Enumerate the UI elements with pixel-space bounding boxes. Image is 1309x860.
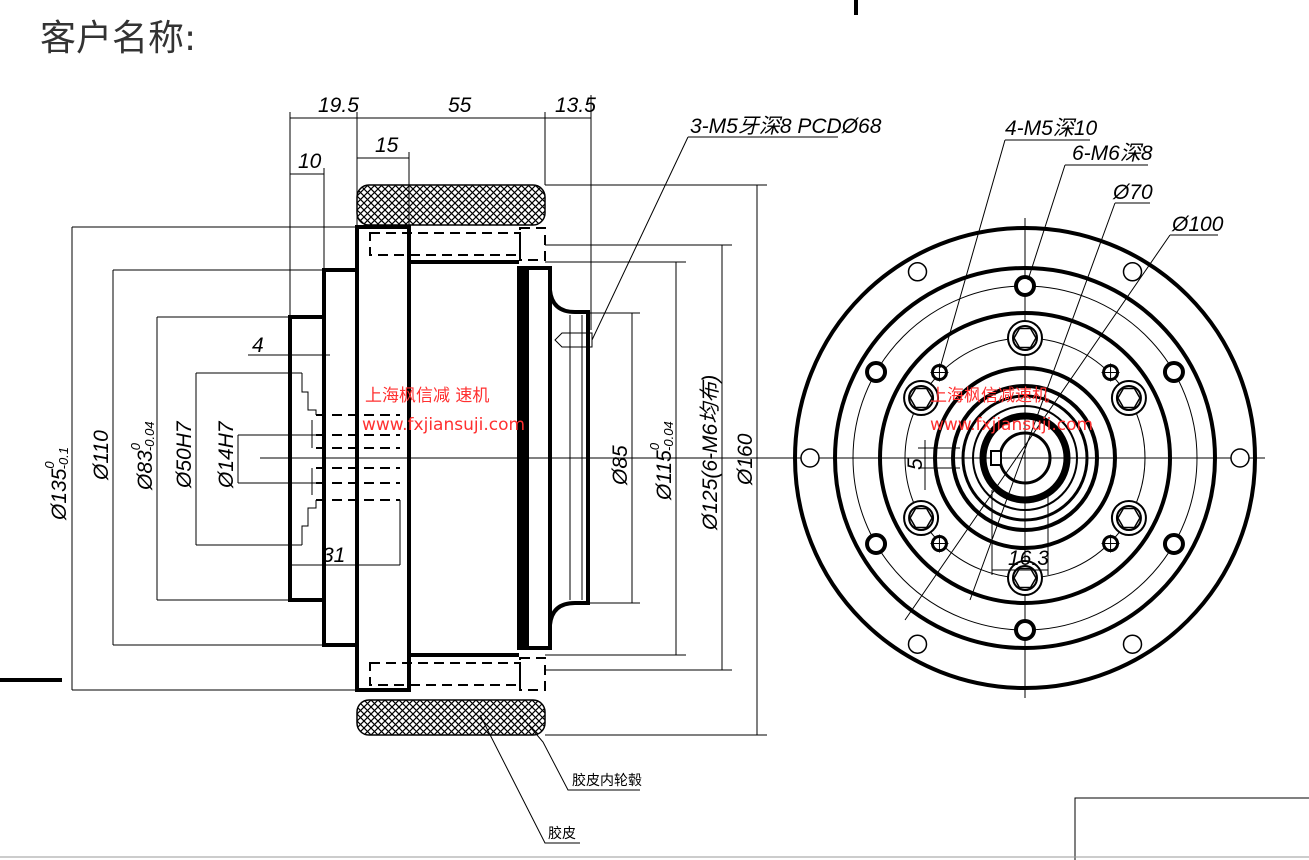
dim-d135: Ø1350-0.1 [42,447,71,521]
leader-d70 [969,202,1150,601]
side-view [260,184,790,736]
mounting-hole [907,634,928,654]
mounting-hole [1122,634,1143,654]
title-block-frame [1074,797,1309,860]
m6-tapped-hole [1162,361,1185,383]
dim-5: 5 [904,458,927,470]
keyway [990,450,1002,466]
dim-d125-pcd: Ø125(6-M6均布) [699,375,722,531]
hex-socket-icon [909,507,933,529]
dim-d83: Ø830-0.04 [128,421,157,491]
hex-socket-icon [1013,567,1037,589]
m6-tapped-hole [1014,275,1036,297]
watermark-text: 上海枫信减速机 [930,386,1049,406]
leader-rubber [479,714,580,844]
dim-10: 10 [298,150,322,173]
side-view-dimensions [71,95,767,736]
m6-tapped-hole [1162,533,1185,555]
dim-d115: Ø1150-0.04 [647,421,676,501]
housing-body [409,260,519,657]
hex-socket-icon [1013,327,1037,349]
m6-tapped-hole [865,361,888,383]
mounting-hole [1230,448,1250,468]
dim-55: 55 [448,94,472,117]
dim-19-5: 19.5 [318,94,359,117]
spline-profile [301,373,317,545]
hex-socket-icon [909,387,933,409]
dim-16-3: 16.3 [1008,547,1049,570]
hex-socket-icon [1117,387,1141,409]
leader-hub [519,714,640,791]
dim-15: 15 [375,134,399,157]
dim-4: 4 [252,334,264,357]
leader-m5-pcd [591,136,838,341]
dim-d14h7: Ø14H7 [215,420,238,489]
dim-13-5: 13.5 [555,94,596,117]
mounting-hole [1122,262,1143,282]
dim-31: 31 [322,544,345,567]
bolt-head-inner [908,505,935,531]
dim-d50h7: Ø50H7 [173,420,196,489]
bolt-hidden-top [369,232,521,256]
bolt-head-inner [1115,505,1142,531]
dim-d85: Ø85 [609,445,632,486]
dim-d110: Ø110 [90,430,113,481]
callout-d100: Ø100 [1171,213,1224,236]
bolt-hidden-bottom [369,662,521,686]
callout-rubber-hub: 胶皮内轮毂 [572,772,642,789]
callout-m5-depth10: 4-M5深10 [1005,117,1098,140]
keyway-dims [918,440,1049,575]
m6-tapped-hole [865,533,888,555]
leader-d100 [904,234,1218,621]
callout-d70: Ø70 [1112,181,1153,204]
bolt-head-inner [908,385,935,411]
hex-socket-icon [1117,507,1141,529]
bolt-head-inner [1012,565,1038,591]
callout-rubber: 胶皮 [548,825,576,842]
rubber-tire-top [356,184,546,226]
watermark-url: www.fxjiansuji.com [362,415,525,435]
watermark-text: 上海枫信减 速机 [365,386,489,406]
leader-m6-8 [1027,164,1148,281]
mounting-hole [800,448,820,468]
callout-m5-pcd: 3-M5牙深8 PCDØ68 [690,115,882,138]
m6-tapped-hole [1014,619,1036,641]
bolt-head-inner [1115,385,1142,411]
rubber-tire-bottom [356,699,546,736]
customer-name-label: 客户名称: [40,18,196,59]
watermark-url: www.fxjiansuji.com [930,415,1093,435]
bolt-head-inner [1012,325,1038,351]
front-view [785,218,1265,698]
callout-m6-depth8: 6-M6深8 [1072,142,1153,165]
mounting-hole [907,262,928,282]
leader-m5-10 [939,139,1090,369]
dim-d160: Ø160 [734,433,757,486]
